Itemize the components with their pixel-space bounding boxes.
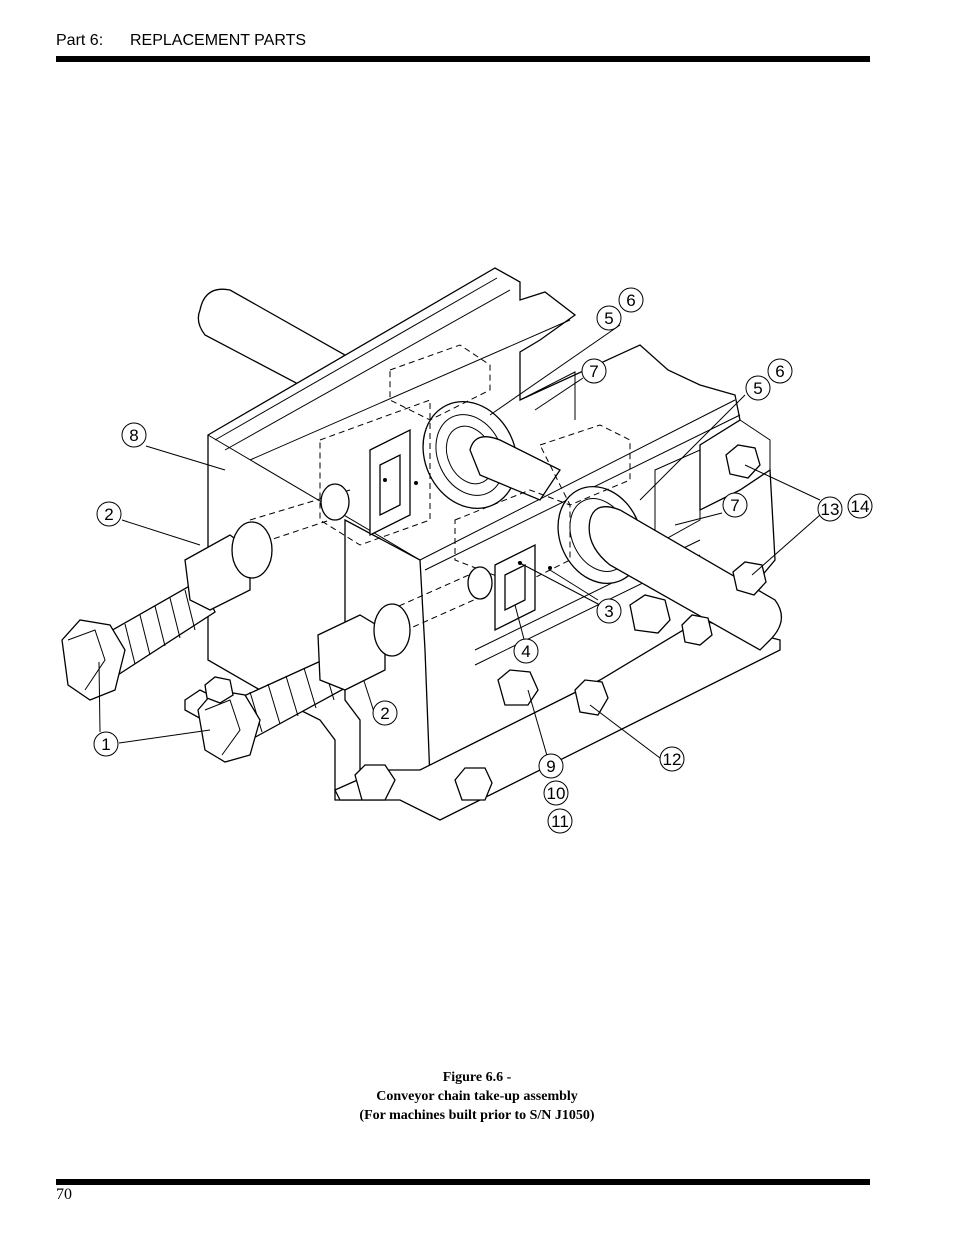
- callout-4: 4: [513, 638, 539, 664]
- callout-7-lower: 7: [722, 492, 748, 518]
- svg-text:13: 13: [821, 500, 840, 519]
- hidden-blocks: [319, 344, 631, 586]
- page-header: Part 6: REPLACEMENT PARTS: [56, 32, 306, 50]
- callout-5-lower: 5: [745, 375, 771, 401]
- take-up-assembly-drawing: 1 2 2 3 4 5 6 5 6 7 7 8: [61, 267, 873, 834]
- footer-rule: [56, 1179, 870, 1185]
- svg-text:7: 7: [589, 362, 598, 381]
- svg-text:7: 7: [730, 496, 739, 515]
- callout-7-upper: 7: [581, 358, 607, 384]
- svg-text:5: 5: [604, 309, 613, 328]
- callout-8: 8: [121, 422, 147, 448]
- callout-2-upper: 2: [96, 501, 122, 527]
- callout-6-lower: 6: [767, 358, 793, 384]
- svg-text:9: 9: [546, 757, 555, 776]
- figure-caption: Figure 6.6 - Conveyor chain take-up asse…: [0, 1068, 954, 1125]
- header-rule: [56, 56, 870, 62]
- callout-2-lower: 2: [372, 700, 398, 726]
- svg-text:1: 1: [101, 735, 110, 754]
- callout-3: 3: [596, 598, 622, 624]
- lock-nuts: [204, 444, 767, 801]
- adjusting-bolt-lower: [197, 603, 411, 763]
- svg-text:4: 4: [521, 642, 530, 661]
- svg-text:11: 11: [551, 812, 569, 831]
- slider-block-upper: [369, 428, 418, 537]
- caption-note: (For machines built prior to S/N J1050): [359, 1108, 595, 1123]
- svg-text:8: 8: [129, 426, 138, 445]
- caption-title: Conveyor chain take-up assembly: [376, 1089, 578, 1104]
- callout-5-upper: 5: [596, 305, 622, 331]
- front-shaft: [469, 436, 782, 651]
- callout-10: 10: [543, 780, 569, 806]
- svg-text:5: 5: [753, 379, 762, 398]
- svg-text:10: 10: [547, 784, 566, 803]
- slider-block-lower: [494, 543, 552, 632]
- caption-figure-number: Figure 6.6 -: [442, 1070, 512, 1085]
- svg-text:6: 6: [626, 291, 635, 310]
- threaded-rod-lower-hidden: [389, 566, 493, 636]
- svg-text:3: 3: [604, 602, 613, 621]
- callout-13: 13: [817, 496, 843, 522]
- callout-9: 9: [538, 753, 564, 779]
- svg-text:2: 2: [380, 704, 389, 723]
- header-title: REPLACEMENT PARTS: [130, 32, 307, 49]
- header-part: Part 6:: [56, 32, 104, 49]
- callout-12: 12: [659, 746, 685, 772]
- svg-text:12: 12: [663, 750, 682, 769]
- adjusting-bolt-upper: [61, 521, 273, 701]
- callout-11: 11: [547, 808, 573, 834]
- callout-1: 1: [93, 731, 119, 757]
- page-number: 70: [56, 1186, 72, 1203]
- leader-lines: [98, 324, 821, 767]
- callout-6-upper: 6: [618, 287, 644, 313]
- callout-14: 14: [847, 493, 873, 519]
- svg-text:6: 6: [775, 362, 784, 381]
- svg-text:2: 2: [104, 505, 113, 524]
- svg-text:14: 14: [851, 497, 870, 516]
